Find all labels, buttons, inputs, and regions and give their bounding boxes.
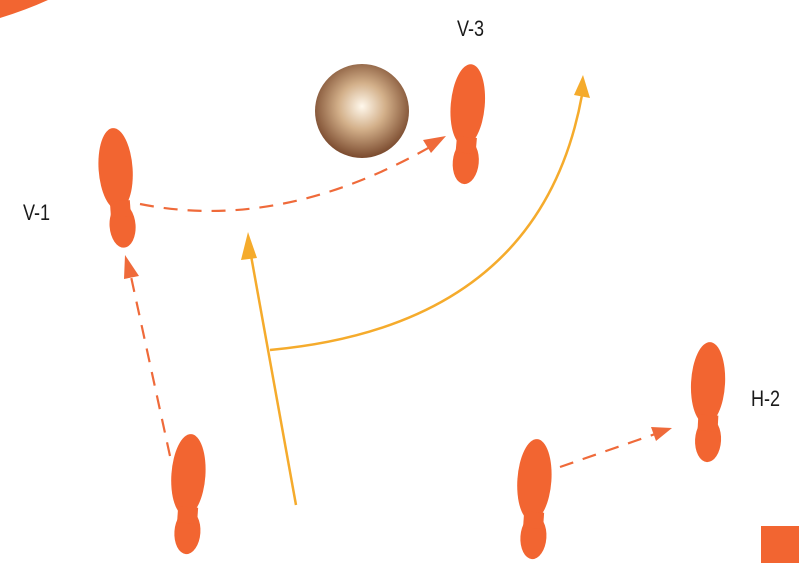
arrowhead-icon bbox=[124, 255, 139, 279]
player-label-v1: V-1 bbox=[23, 200, 51, 225]
movement-arrows bbox=[248, 94, 584, 506]
step-path-to-v1 bbox=[128, 271, 172, 457]
footprint-icon bbox=[443, 62, 489, 186]
step-path-to-v3 bbox=[139, 146, 431, 212]
footprint-icon bbox=[686, 341, 728, 463]
ball-curve-path bbox=[269, 94, 584, 352]
step-arrows bbox=[128, 146, 659, 469]
corner-swoosh bbox=[0, 0, 48, 18]
footprint-icon bbox=[511, 437, 555, 561]
footprint-icon bbox=[95, 126, 139, 250]
corner-square bbox=[761, 526, 799, 563]
arrowhead-icon bbox=[651, 427, 672, 441]
ball-icon bbox=[315, 64, 409, 158]
step-path-to-h2 bbox=[559, 431, 659, 469]
arrowhead-icon bbox=[423, 136, 446, 153]
arrowhead-icon bbox=[241, 232, 257, 260]
arrowhead-icon bbox=[574, 75, 590, 98]
player-label-h2: H-2 bbox=[751, 386, 781, 411]
player-run-path bbox=[248, 249, 298, 506]
player-label-v3: V-3 bbox=[457, 16, 485, 41]
footprint-icon bbox=[165, 432, 209, 556]
